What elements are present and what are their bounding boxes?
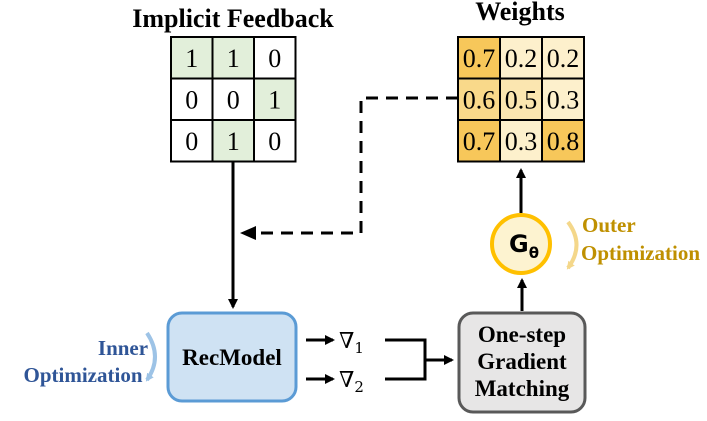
weights-matrix: 0.7 0.2 0.2 0.6 0.5 0.3 0.7 0.3 0.8 <box>457 36 585 163</box>
gradient-1: ∇1 <box>339 329 364 357</box>
outer-optimization-loop-arrow <box>566 220 579 270</box>
gradient-merge-bracket <box>385 338 427 381</box>
feedback-title: Implicit Feedback <box>132 4 334 33</box>
feedback-cell-value: 0 <box>185 85 198 114</box>
recmodel-label: RecModel <box>182 345 282 370</box>
feedback-cell-value: 0 <box>227 85 240 114</box>
feedback-cell-value: 1 <box>227 44 240 73</box>
gradient-2: ∇2 <box>339 368 364 396</box>
feedback-cell-value: 1 <box>227 127 240 156</box>
weights-cell-value: 0.6 <box>463 85 496 114</box>
feedback-cell-value: 0 <box>268 44 281 73</box>
weights-cell-value: 0.2 <box>547 44 580 73</box>
weights-cell-value: 0.2 <box>505 44 538 73</box>
weights-title: Weights <box>475 0 565 26</box>
feedback-cell <box>253 119 297 163</box>
gradient-matching-box <box>457 311 587 414</box>
outer-optimization-line2: Optimization <box>581 241 700 265</box>
weights-cell-value: 0.5 <box>505 85 538 114</box>
weights-cell <box>541 119 585 163</box>
weights-cell <box>541 36 585 80</box>
inner-optimization-line1: Inner <box>98 336 148 360</box>
weights-cell-value: 0.3 <box>547 85 580 114</box>
matching-label-line1: One-step <box>478 322 566 347</box>
outer-optimization-line1: Outer <box>582 213 636 237</box>
weights-cell-value: 0.3 <box>505 127 538 156</box>
generator-circle <box>490 213 552 275</box>
weights-cell-value: 0.8 <box>547 127 580 156</box>
inner-optimization-line2: Optimization <box>24 363 143 387</box>
feedback-cell-value: 0 <box>268 127 281 156</box>
weights-cell-value: 0.7 <box>463 127 496 156</box>
feedback-cell-value: 1 <box>268 85 281 114</box>
weights-cell-value: 0.7 <box>463 44 496 73</box>
weights-cell <box>457 119 501 163</box>
dashed-arrow-head <box>240 226 256 240</box>
weights-cell <box>499 119 543 163</box>
weights-dashed-path <box>247 96 458 235</box>
inner-optimization-loop-arrow <box>145 331 157 382</box>
feedback-cell <box>211 119 255 163</box>
generator-label: Gθ <box>509 230 539 262</box>
weights-cell <box>457 36 501 80</box>
recmodel-box <box>166 311 298 403</box>
matching-label-line3: Matching <box>475 376 570 401</box>
feedback-cell-value: 0 <box>185 127 198 156</box>
matching-label-line2: Gradient <box>477 349 567 374</box>
feedback-cell-value: 1 <box>185 44 198 73</box>
feedback-cell <box>170 119 214 163</box>
feedback-cell <box>253 77 297 121</box>
